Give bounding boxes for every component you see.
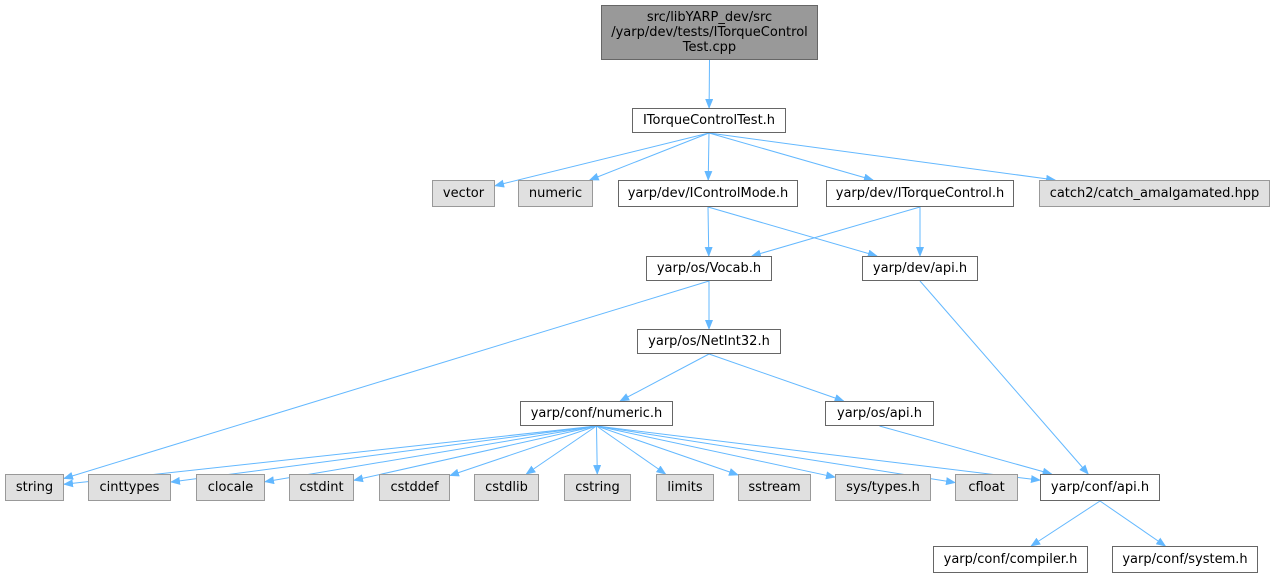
edge-itorquecontroltest-to-numeric — [588, 132, 710, 181]
node-cfloat[interactable]: cfloat — [955, 474, 1018, 501]
edge-vocab-to-string — [63, 280, 710, 480]
node-label-line: yarp/dev/api.h — [872, 261, 968, 276]
edge-confnumeric-to-limits — [596, 425, 667, 475]
edge-itorquecontroltest-to-itorquecontrol — [708, 132, 874, 182]
node-label-line: cinttypes — [99, 480, 160, 495]
node-label-line: yarp/os/NetInt32.h — [648, 334, 770, 349]
edge-netint32-to-osapi — [708, 353, 845, 402]
node-vector[interactable]: vector — [432, 180, 495, 207]
node-devapi[interactable]: yarp/dev/api.h — [862, 256, 978, 281]
node-label-line: cstddef — [390, 480, 439, 495]
node-label-line: cstdlib — [485, 480, 528, 495]
node-label-line: yarp/os/Vocab.h — [656, 261, 762, 276]
node-label-line: yarp/conf/api.h — [1050, 480, 1150, 495]
node-numeric[interactable]: numeric — [518, 180, 593, 207]
node-sstream[interactable]: sstream — [738, 474, 811, 501]
edge-confapi-to-compiler — [1030, 500, 1101, 547]
node-label-line: ITorqueControlTest.h — [642, 113, 776, 128]
edge-itorquecontroltest-to-catch2 — [708, 132, 1057, 183]
node-label-line: yarp/dev/ITorqueControl.h — [835, 186, 1005, 201]
edge-confnumeric-to-systypes — [596, 425, 836, 480]
node-label-line: string — [15, 480, 54, 495]
edge-netint32-to-confnumeric — [619, 353, 710, 402]
node-confnumeric[interactable]: yarp/conf/numeric.h — [520, 401, 673, 426]
node-label-line: sys/types.h — [846, 480, 920, 495]
node-catch2[interactable]: catch2/catch_amalgamated.hpp — [1039, 180, 1270, 207]
node-label-line: sstream — [748, 480, 801, 495]
edge-itorquecontroltest-to-vector — [494, 132, 710, 188]
edge-confnumeric-to-confapi — [596, 425, 1041, 484]
edge-confnumeric-to-cstdlib — [525, 425, 597, 475]
node-label-line: yarp/os/api.h — [837, 406, 922, 421]
node-label-line: yarp/dev/IControlMode.h — [627, 186, 789, 201]
node-label-line: Test.cpp — [682, 40, 737, 55]
node-label-line: yarp/conf/system.h — [1122, 552, 1248, 567]
node-cstddef[interactable]: cstddef — [379, 474, 450, 501]
node-label-line: cstdint — [299, 480, 344, 495]
node-itorquecontroltest[interactable]: ITorqueControlTest.h — [632, 108, 786, 133]
edge-itorquecontroltest-to-icontrolmode — [704, 132, 713, 181]
edge-confnumeric-to-cinttypes — [170, 425, 597, 485]
node-confapi[interactable]: yarp/conf/api.h — [1040, 474, 1160, 501]
node-systypes[interactable]: sys/types.h — [835, 474, 931, 501]
edge-confnumeric-to-clocale — [264, 425, 597, 485]
edge-icontrolmode-to-devapi — [707, 206, 878, 258]
node-cstring[interactable]: cstring — [564, 474, 631, 501]
node-compiler[interactable]: yarp/conf/compiler.h — [933, 546, 1088, 573]
node-cinttypes[interactable]: cinttypes — [88, 474, 171, 501]
node-label-line: clocale — [207, 480, 254, 495]
edge-icontrolmode-to-vocab — [704, 206, 713, 257]
edge-osapi-to-confapi — [879, 425, 1053, 476]
node-label-line: catch2/catch_amalgamated.hpp — [1049, 186, 1260, 201]
edge-devapi-to-confapi — [919, 280, 1089, 475]
node-cstdlib[interactable]: cstdlib — [474, 474, 539, 501]
node-root[interactable]: src/libYARP_dev/src/yarp/dev/tests/ITorq… — [601, 5, 818, 60]
node-osapi[interactable]: yarp/os/api.h — [825, 401, 934, 426]
node-label-line: cstring — [575, 480, 620, 495]
edge-confnumeric-to-sstream — [596, 425, 739, 476]
node-vocab[interactable]: yarp/os/Vocab.h — [646, 256, 772, 281]
edge-itorquecontrol-to-vocab — [750, 206, 921, 258]
edge-confnumeric-to-cstdint — [353, 425, 597, 483]
node-label-line: src/libYARP_dev/src — [646, 10, 773, 25]
node-limits[interactable]: limits — [656, 474, 714, 501]
edge-confnumeric-to-cfloat — [596, 425, 956, 486]
edge-confapi-to-system — [1099, 500, 1167, 547]
node-cstdint[interactable]: cstdint — [289, 474, 354, 501]
edge-confnumeric-to-cstddef — [449, 425, 597, 477]
edge-confnumeric-to-cstring — [593, 425, 602, 475]
node-netint32[interactable]: yarp/os/NetInt32.h — [637, 329, 781, 354]
node-label-line: yarp/conf/numeric.h — [530, 406, 663, 421]
node-icontrolmode[interactable]: yarp/dev/IControlMode.h — [618, 180, 798, 207]
node-string[interactable]: string — [5, 474, 64, 501]
node-label-line: vector — [442, 186, 485, 201]
node-clocale[interactable]: clocale — [196, 474, 265, 501]
node-system[interactable]: yarp/conf/system.h — [1112, 546, 1258, 573]
node-label-line: yarp/conf/compiler.h — [943, 552, 1078, 567]
node-label-line: /yarp/dev/tests/ITorqueControl — [611, 25, 808, 40]
node-label-line: cfloat — [968, 480, 1005, 495]
node-label-line: numeric — [528, 186, 583, 201]
node-label-line: limits — [667, 480, 703, 495]
node-itorquecontrol[interactable]: yarp/dev/ITorqueControl.h — [826, 180, 1014, 207]
